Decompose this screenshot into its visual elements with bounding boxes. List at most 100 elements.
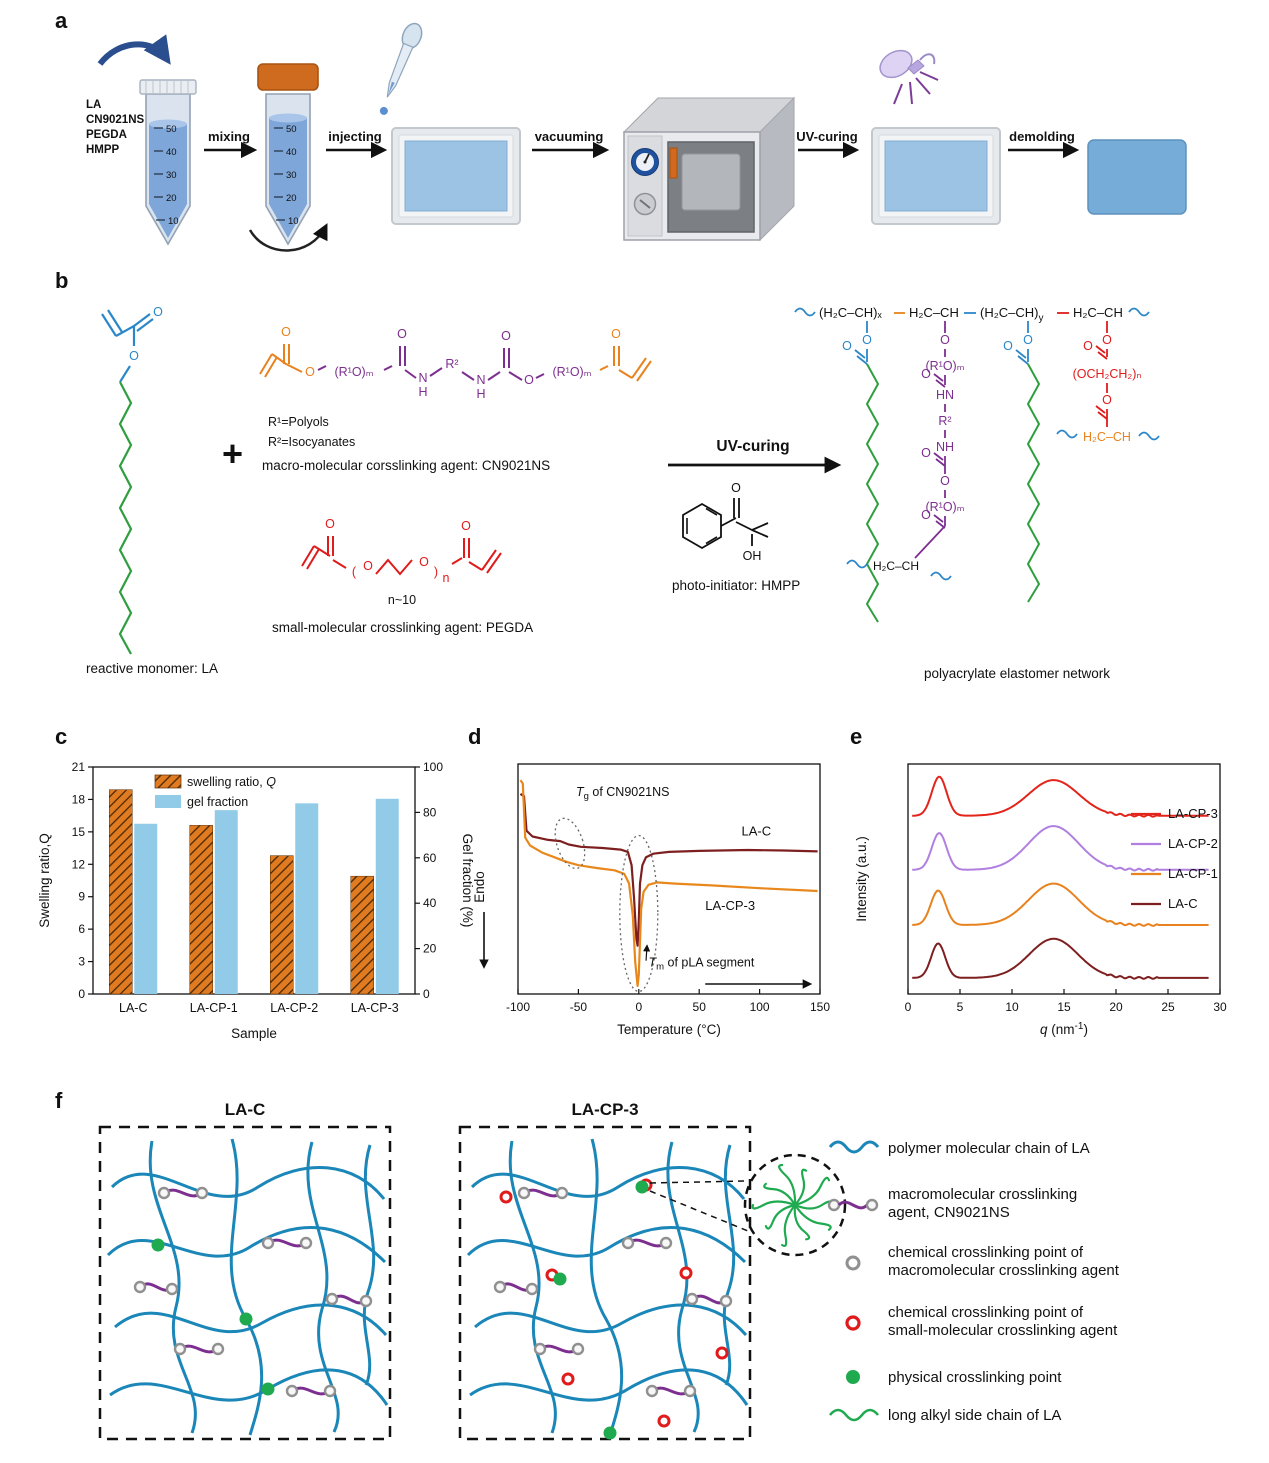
mold-tray-2 [871,127,1001,225]
svg-text:OH: OH [743,549,762,563]
pegda-caption: small-molecular crosslinking agent: PEGD… [272,620,533,635]
network-la-cp-3 [466,1138,749,1440]
svg-text:O: O [363,559,373,573]
tick-label: 5 [957,1000,964,1014]
chemical-crosslink-points-small [499,1178,729,1428]
tick-label: 30 [1213,1000,1227,1014]
bar-gel [134,823,158,994]
step-label-injecting: injecting [328,129,382,144]
svg-text:O: O [1023,333,1033,347]
svg-text:): ) [434,565,438,579]
alkyl-side-chain [1026,363,1041,603]
tick-label: 15 [1057,1000,1071,1014]
structure-pegda: O ( O O ) n O n~10 small-molecular cross… [272,517,533,635]
mold-tray-1 [391,127,521,225]
r2-definition: R²=Isocyanates [268,435,355,449]
tick-label: 60 [423,851,437,865]
tube-orange-cap [257,63,319,91]
structure-cn9021ns: O O (R¹O)ₘ O N H R² N H O O (R¹O)ₘ O R¹=… [259,325,652,473]
svg-text:O: O [842,339,852,353]
svg-text:10: 10 [288,216,299,227]
svg-text:N: N [418,371,427,385]
curve-LA-CP-3 [519,779,818,987]
legend-label: long alkyl side chain of LA [888,1407,1061,1424]
legend-label: LA-CP-2 [1168,836,1218,851]
network-caption: polyacrylate elastomer network [924,666,1110,681]
svg-text:O: O [524,373,534,387]
svg-text:10: 10 [168,216,179,227]
svg-text:50: 50 [166,124,177,135]
svg-text:PEGDA: PEGDA [86,129,127,141]
svg-text:(OCH₂CH₂)ₙ: (OCH₂CH₂)ₙ [1073,367,1142,381]
svg-text:O: O [129,349,139,363]
alkyl-chain [118,381,133,655]
svg-text:O: O [305,365,315,379]
svg-text:HMPP: HMPP [86,144,120,156]
alkyl-ray [764,1203,797,1230]
structure-network: (H₂C–CH)ₓ H₂C–CH (H₂C–CH)y H₂C–CH O O O … [794,305,1160,681]
legend-gray-point-icon [845,1255,861,1271]
y-axis-title-left: Swelling ratio,Q [37,833,52,928]
svg-text:NH: NH [936,440,954,454]
tick-label: 100 [750,1000,770,1014]
panel-a-label: a [55,8,68,33]
annotation: Tg of CN9021NS [576,785,670,802]
x-category-label: LA-CP-3 [351,1001,399,1015]
svg-text:O: O [731,481,741,495]
curve-LA-C [519,792,818,947]
bar-gel [214,810,238,994]
legend-macro-node-icon [827,1198,841,1212]
legend-label: agent, CN9021NS [888,1204,1010,1221]
legend-label: LA-CP-3 [1168,806,1218,821]
curve-LA-CP-3 [912,775,1209,818]
tube-ribbed-rim [139,79,197,95]
zoom-connector-line [649,1190,749,1232]
panel-c-label: c [55,724,68,749]
x-axis-title: Temperature (°C) [617,1022,721,1037]
svg-text:(H₂C–CH)y: (H₂C–CH)y [980,305,1044,324]
centrifuge-tube-2: 50 40 30 20 10 [248,63,328,252]
svg-text:(R¹O)ₘ: (R¹O)ₘ [925,359,964,373]
tick-label: 0 [423,987,430,1001]
la-polymer-chains [466,1138,749,1436]
tick-label: 150 [810,1000,830,1014]
tick-label: 0 [78,987,85,1001]
legend-label: polymer molecular chain of LA [888,1140,1090,1157]
svg-text:(: ( [352,565,357,579]
hmpp-caption: photo-initiator: HMPP [672,578,800,593]
step-label-demolding: demolding [1009,129,1075,144]
svg-text:30: 30 [286,170,297,181]
svg-text:O: O [153,305,163,319]
tick-label: 80 [423,805,437,819]
pegda-n-label: n~10 [388,593,416,607]
tick-label: 6 [78,922,85,936]
tick-label: 12 [72,857,86,871]
legend-swatch-gel [155,795,181,808]
svg-text:O: O [940,474,950,488]
tm-ellipse [619,834,659,993]
legend-label: physical crosslinking point [888,1369,1062,1386]
panel-e-label: e [850,724,863,749]
x-category-label: LA-C [119,1001,147,1015]
svg-text:O: O [281,325,291,339]
la-polymer-chains [106,1138,389,1436]
panel-b-label: b [55,268,69,293]
svg-text:(H₂C–CH)ₓ: (H₂C–CH)ₓ [819,305,882,320]
svg-text:(R¹O)ₘ: (R¹O)ₘ [334,365,373,379]
alkyl-ray [793,1203,811,1241]
vacuum-oven-icon [622,96,796,242]
physical-crosslink-points [553,1180,649,1440]
curve-LA-CP-2 [912,825,1209,872]
vortex-arrow-icon [248,223,328,252]
tick-label: 0 [635,1000,642,1014]
centrifuge-tube-1: 50 40 30 20 10 [139,79,197,246]
legend-label: LA-C [1168,896,1198,911]
tick-label: 3 [78,955,85,969]
network-title-la-c: LA-C [225,1100,266,1119]
benzene-ring [682,502,722,550]
svg-text:20: 20 [166,193,177,204]
legend-macro-node-icon [865,1198,879,1212]
alkyl-ray [793,1176,831,1207]
